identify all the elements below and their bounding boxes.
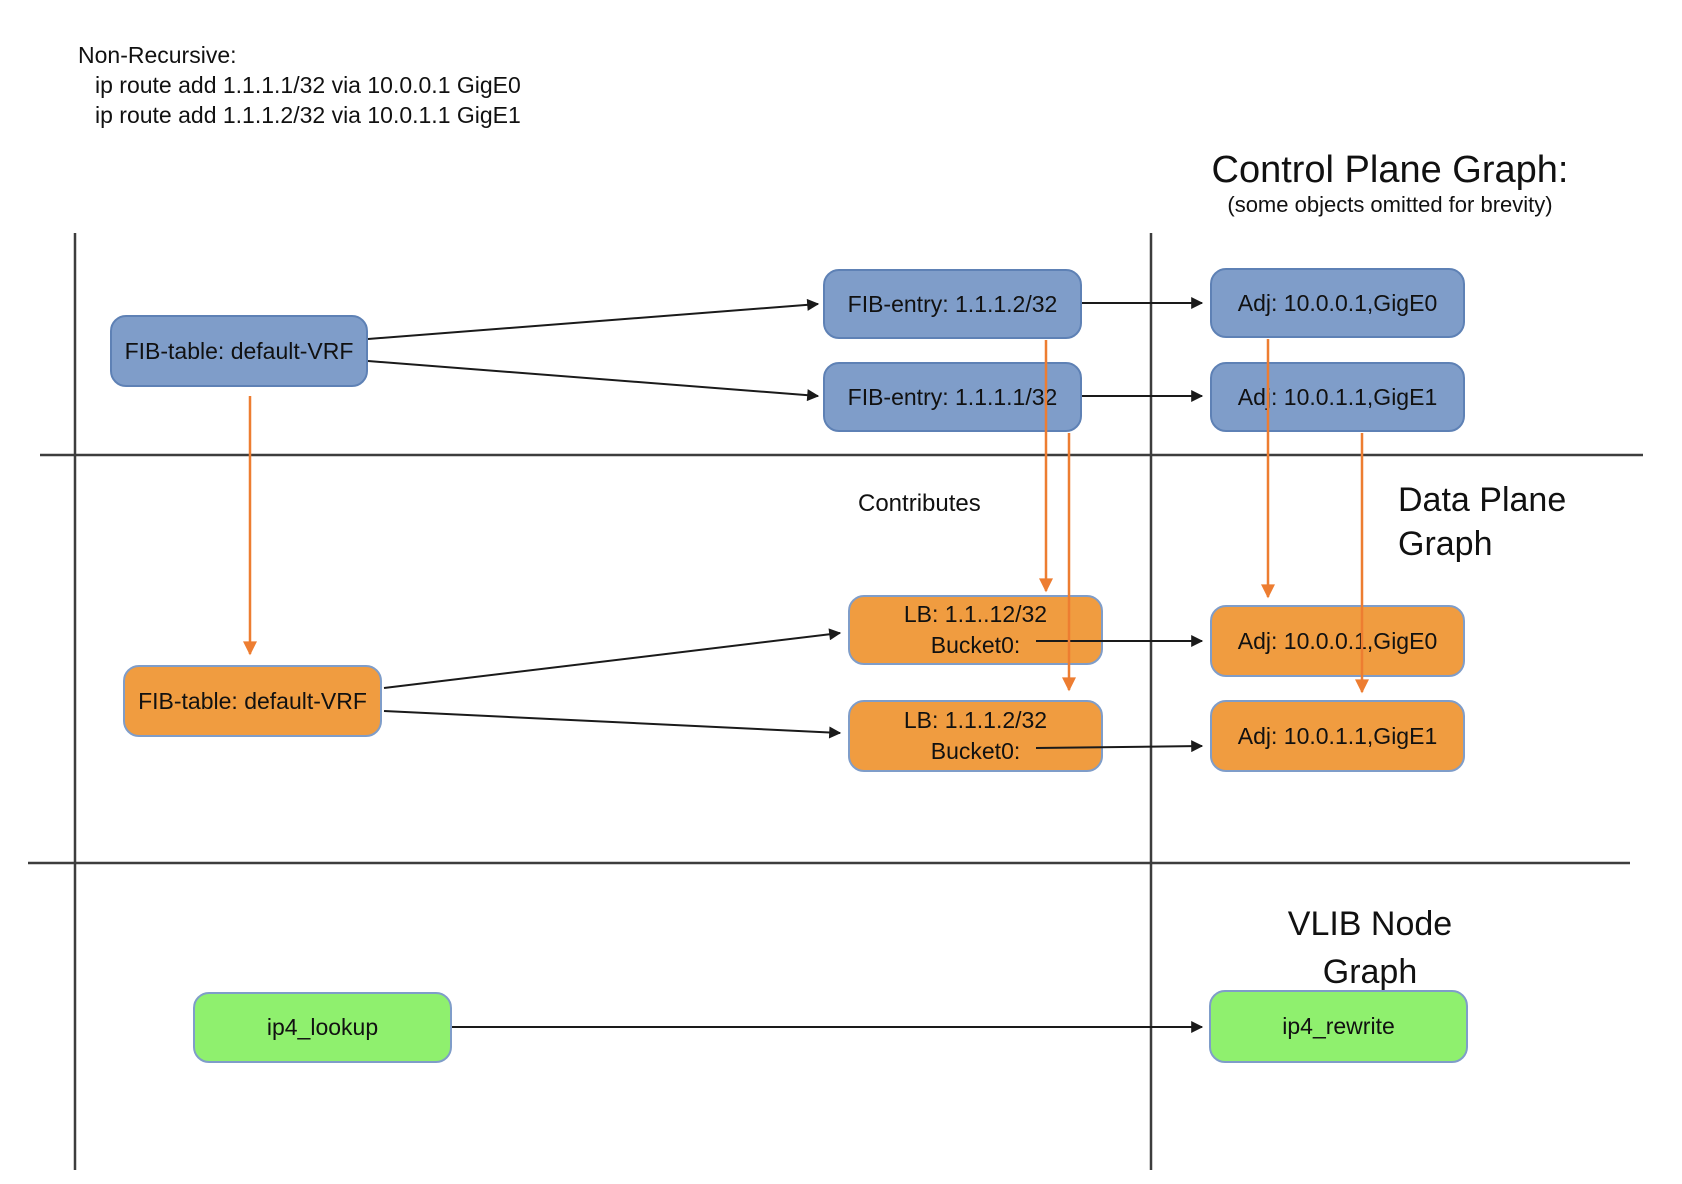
route-command-1: ip route add 1.1.1.1/32 via 10.0.0.1 Gig… xyxy=(95,72,521,98)
node-label: Adj: 10.0.0.1,GigE0 xyxy=(1237,627,1438,654)
node-dp-fib-table: FIB-table: default-VRF xyxy=(123,665,382,737)
node-dp-lb2: LB: 1.1.1.2/32 Bucket0: xyxy=(848,700,1103,772)
route-config-block: Non-Recursive: ip route add 1.1.1.1/32 v… xyxy=(78,40,521,130)
node-label-line2: Bucket0: xyxy=(930,632,1021,658)
arrow-dp-fibtable-to-lb2 xyxy=(383,710,842,739)
node-vlib-ip4-lookup: ip4_lookup xyxy=(193,992,452,1063)
node-cp-fib-table: FIB-table: default-VRF xyxy=(110,315,368,387)
node-vlib-ip4-rewrite: ip4_rewrite xyxy=(1209,990,1468,1063)
arrow-cp-fibtable-to-entry-1111 xyxy=(367,360,820,402)
node-label-line2: Bucket0: xyxy=(930,738,1021,764)
control-plane-title: Control Plane Graph: xyxy=(1211,149,1569,191)
node-cp-fib-entry-1112: FIB-entry: 1.1.1.2/32 xyxy=(823,269,1082,339)
vlib-title-line2: Graph xyxy=(1322,953,1418,991)
node-label: Adj: 10.0.0.1,GigE0 xyxy=(1237,289,1438,316)
contributes-label: Contributes xyxy=(858,490,981,517)
data-plane-title-line2: Graph xyxy=(1398,525,1493,563)
node-label-line1: LB: 1.1..12/32 xyxy=(903,601,1048,627)
arrow-cp-fibtable-to-entry-1112 xyxy=(367,298,820,340)
node-label: Adj: 10.0.1.1,GigE1 xyxy=(1237,383,1438,410)
control-plane-heading: Control Plane Graph: (some objects omitt… xyxy=(1150,148,1630,218)
data-plane-title: Data Plane Graph xyxy=(1398,478,1566,566)
node-label: FIB-table: default-VRF xyxy=(138,687,367,714)
vlib-node-graph-title: VLIB Node Graph xyxy=(1255,900,1485,996)
node-cp-adj-gige0: Adj: 10.0.0.1,GigE0 xyxy=(1210,268,1465,338)
node-cp-adj-gige1: Adj: 10.0.1.1,GigE1 xyxy=(1210,362,1465,432)
node-dp-adj-gige0: Adj: 10.0.0.1,GigE0 xyxy=(1210,605,1465,677)
arrow-dp-fibtable-to-lb1 xyxy=(383,628,842,689)
node-label: ip4_lookup xyxy=(266,1014,379,1040)
node-label-line1: LB: 1.1.1.2/32 xyxy=(903,707,1048,733)
node-label: ip4_rewrite xyxy=(1282,1013,1395,1039)
non-recursive-title: Non-Recursive: xyxy=(78,42,237,68)
node-dp-lb1: LB: 1.1..12/32 Bucket0: xyxy=(848,595,1103,665)
node-label: FIB-entry: 1.1.1.1/32 xyxy=(847,383,1058,410)
control-plane-subtitle: (some objects omitted for brevity) xyxy=(1227,192,1553,217)
node-label: Adj: 10.0.1.1,GigE1 xyxy=(1237,722,1438,749)
node-cp-fib-entry-1111: FIB-entry: 1.1.1.1/32 xyxy=(823,362,1082,432)
vlib-title-line1: VLIB Node xyxy=(1287,905,1453,943)
node-label: FIB-entry: 1.1.1.2/32 xyxy=(847,290,1058,317)
node-label: FIB-table: default-VRF xyxy=(124,337,354,364)
route-command-2: ip route add 1.1.1.2/32 via 10.0.1.1 Gig… xyxy=(95,102,521,128)
data-plane-title-line1: Data Plane xyxy=(1398,481,1567,519)
node-dp-adj-gige1: Adj: 10.0.1.1,GigE1 xyxy=(1210,700,1465,772)
